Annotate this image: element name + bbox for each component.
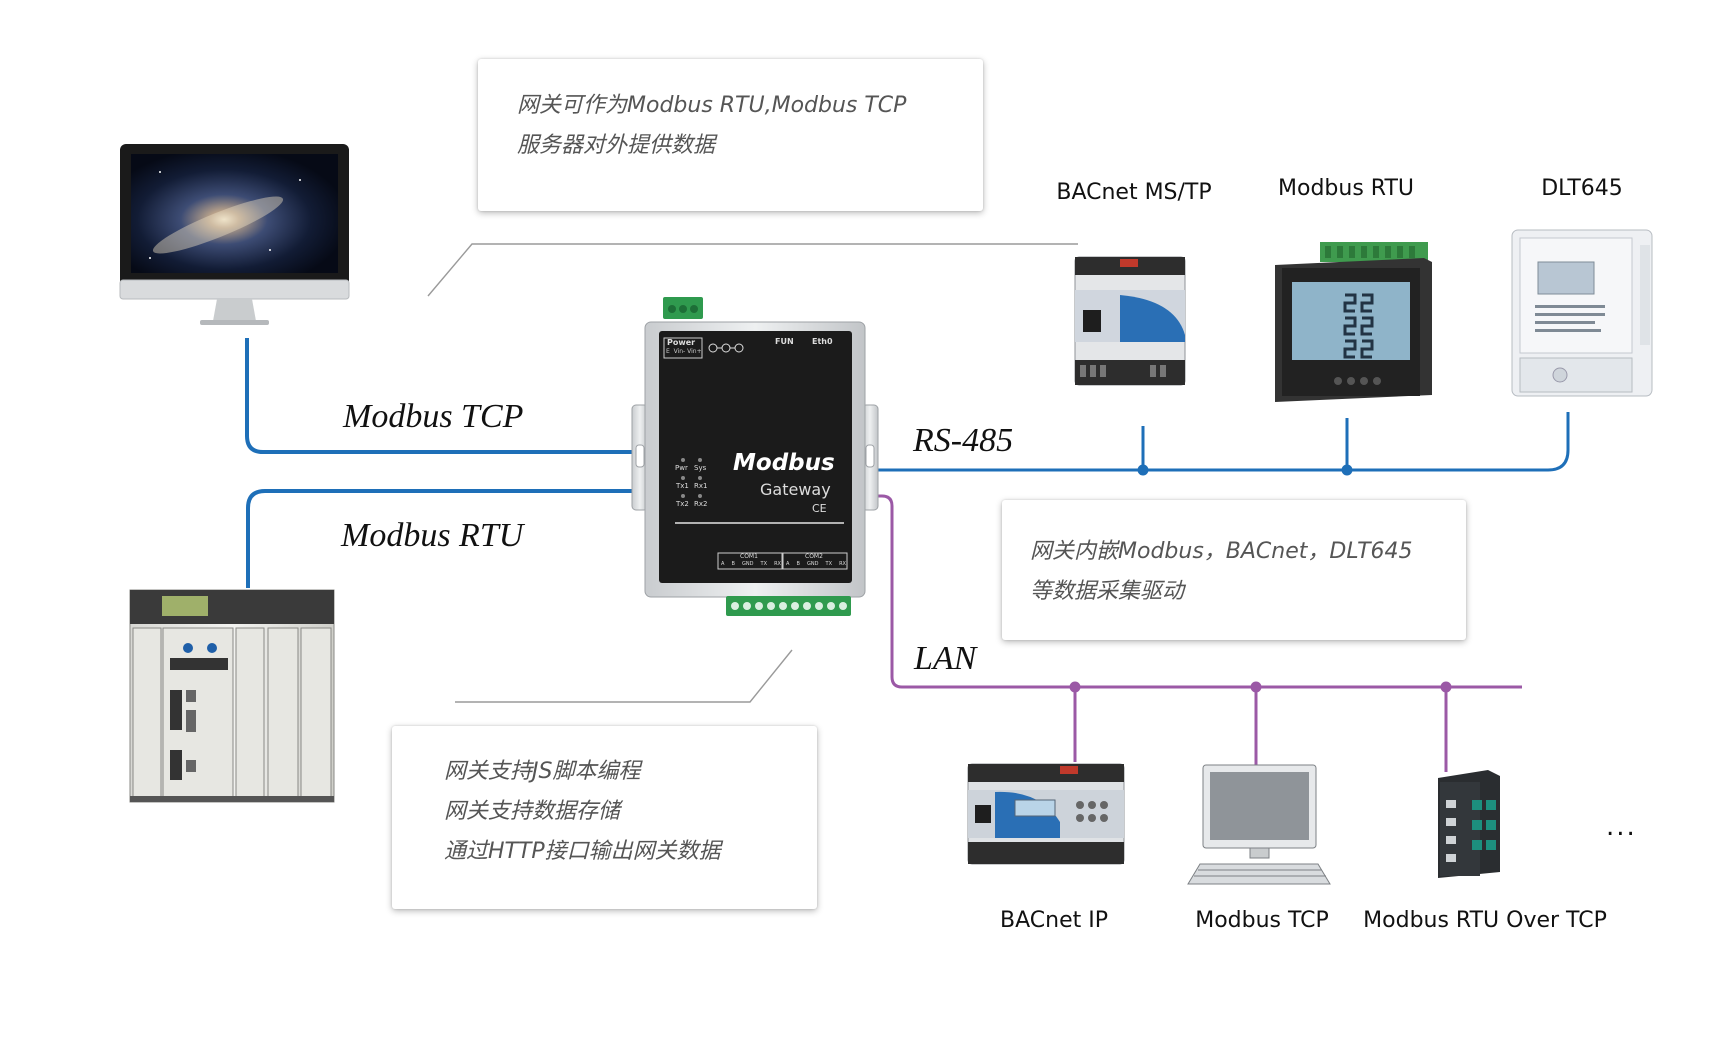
- plc-rack-icon: [129, 589, 335, 803]
- gateway-com1-pins: A B GND TX RX: [721, 561, 781, 567]
- callout-line: 网关可作为Modbus RTU,Modbus TCP: [517, 93, 907, 118]
- gateway-led-tx1: Tx1: [676, 482, 689, 490]
- gateway-led-rx1: Rx1: [694, 482, 708, 490]
- gateway-led-sys: Sys: [694, 464, 707, 472]
- pin-label: GND: [806, 561, 819, 567]
- device-label-modbus-tcp: Modbus TCP: [1195, 908, 1329, 933]
- gateway-led-pwr: Pwr: [675, 464, 688, 472]
- pin-label: A: [786, 561, 790, 567]
- protocol-label-modbus-rtu: Modbus RTU: [341, 517, 524, 554]
- modbus-rtu-line: [246, 489, 632, 588]
- gateway-fun-label: FUN: [775, 337, 794, 346]
- industrial-switch-icon: [1438, 770, 1500, 878]
- pin-label: A: [721, 561, 725, 567]
- lan-bus: [876, 494, 1522, 689]
- lan-node: [1069, 681, 1081, 693]
- energy-meter-icon: [1511, 229, 1653, 397]
- more-devices-ellipsis: ...: [1606, 812, 1637, 842]
- callout-line: 网关内嵌Modbus，BACnet，DLT645: [1030, 539, 1413, 564]
- protocol-label-lan: LAN: [914, 640, 977, 677]
- top-callout-pointer: [427, 243, 1078, 297]
- callout-js-http-features: 网关支持JS脚本编程 网关支持数据存储 通过HTTP接口输出网关数据: [392, 726, 817, 909]
- pin-label: TX: [760, 561, 767, 567]
- bottom-callout-pointer: [455, 649, 793, 703]
- pin-label: B: [796, 561, 800, 567]
- gateway-com2-pins: A B GND TX RX: [786, 561, 846, 567]
- callout-line: 等数据采集驱动: [1030, 579, 1185, 604]
- rs485-node: [1341, 464, 1353, 476]
- bacnet-controller-icon: [1074, 256, 1186, 386]
- callout-line: 通过HTTP接口输出网关数据: [444, 839, 721, 864]
- power-meter-icon: [1275, 242, 1432, 402]
- gateway-eth-label: Eth0: [812, 337, 833, 346]
- pin-label: B: [731, 561, 735, 567]
- device-label-modbus-rtu: Modbus RTU: [1278, 176, 1414, 201]
- gateway-power-label: Power: [667, 338, 696, 347]
- computer-terminal-icon: [1187, 764, 1331, 885]
- protocol-label-rs485: RS-485: [913, 422, 1014, 459]
- rs485-node: [1137, 464, 1149, 476]
- pin-label: RX: [839, 561, 846, 567]
- device-label-bacnet-mstp: BACnet MS/TP: [1056, 180, 1212, 205]
- pin-label: GND: [741, 561, 754, 567]
- gateway-subtitle: Gateway: [760, 480, 831, 499]
- gateway-led-tx2: Tx2: [676, 500, 689, 508]
- rs485-bus: [876, 412, 1570, 472]
- protocol-label-modbus-tcp: Modbus TCP: [343, 398, 524, 435]
- device-label-bacnet-ip: BACnet IP: [1000, 908, 1108, 933]
- pin-label: TX: [825, 561, 832, 567]
- gateway-led-rx2: Rx2: [694, 500, 708, 508]
- pin-label: RX: [774, 561, 781, 567]
- lan-node: [1250, 681, 1262, 693]
- lan-node: [1440, 681, 1452, 693]
- gateway-ce-mark: CE: [812, 502, 827, 515]
- desktop-computer-icon: [119, 144, 350, 325]
- callout-line: 网关支持JS脚本编程: [444, 759, 641, 784]
- gateway-power-pins: E Vin- Vin+: [666, 348, 702, 355]
- device-label-rtu-over-tcp: Modbus RTU Over TCP: [1363, 908, 1607, 933]
- callout-embedded-drivers: 网关内嵌Modbus，BACnet，DLT645 等数据采集驱动: [1002, 500, 1466, 640]
- modbus-tcp-line: [245, 338, 632, 454]
- modbus-gateway-device: [631, 297, 879, 616]
- device-label-dlt645: DLT645: [1541, 176, 1623, 201]
- callout-line: 网关支持数据存储: [444, 799, 621, 824]
- gateway-com2-label: COM2: [805, 553, 823, 560]
- callout-server-mode: 网关可作为Modbus RTU,Modbus TCP 服务器对外提供数据: [478, 59, 983, 211]
- bacnet-ip-controller-icon: [967, 763, 1125, 865]
- gateway-com1-label: COM1: [740, 553, 758, 560]
- gateway-brand: Modbus: [733, 450, 835, 476]
- callout-line: 服务器对外提供数据: [517, 133, 716, 158]
